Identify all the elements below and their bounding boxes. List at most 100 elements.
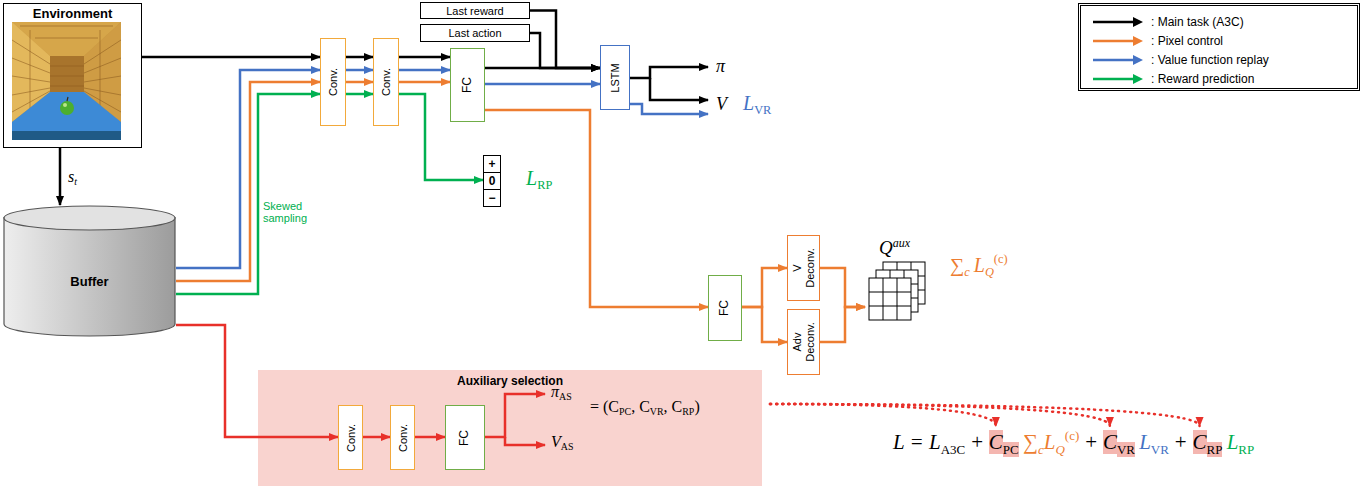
legend-swatch (1093, 16, 1143, 28)
label-text: c (964, 265, 970, 279)
node-text: Auxiliary selection (258, 374, 762, 388)
legend-swatch-head (1133, 74, 1143, 84)
total-loss-equation: L = LA3C+CPC∑cLQ(c)+CVRLVR+CRPLRP (893, 428, 1254, 458)
node-text: Environment (4, 6, 141, 21)
game-screenshot (12, 131, 121, 140)
aux-output-arrows (505, 437, 545, 445)
node-text: Conv. (327, 68, 340, 96)
legend-row: : Pixel control (1093, 33, 1223, 49)
connector-arrow (142, 56, 320, 59)
q-aux-grid (869, 278, 911, 320)
node-text: Conv. (396, 424, 409, 452)
node-text: FC (458, 430, 472, 446)
node-text: aux (893, 236, 910, 250)
q-aux-map: Qaux (865, 236, 929, 328)
connector-arrow (742, 307, 787, 342)
label-text: C (1193, 430, 1207, 454)
cylinder-body (4, 217, 175, 336)
label-text: , C (631, 398, 650, 415)
connector-arrow (176, 82, 320, 281)
aux-output-arrows (485, 394, 545, 445)
fc-layer: FC (450, 48, 485, 122)
conv-layer: Conv. (373, 38, 399, 126)
label-text: RP (682, 406, 694, 417)
legend-row: : Reward prediction (1093, 71, 1254, 87)
label-text: π (716, 56, 725, 76)
connector-arrow (346, 69, 373, 72)
label-text: , C (664, 398, 683, 415)
q-aux-grid (869, 278, 911, 320)
label-text: C (1103, 430, 1117, 454)
policy-output: π (716, 56, 725, 77)
connector-arrow (399, 56, 450, 59)
label-text: Q (985, 265, 994, 279)
legend-swatch-head (1133, 36, 1143, 46)
connector-arrow (346, 81, 373, 84)
loss-label: ∑cLQ(c) (950, 252, 1008, 280)
label-text: VR (1151, 442, 1169, 457)
legend-text: : Pixel control (1151, 34, 1223, 48)
legend-swatch (1093, 35, 1143, 47)
label-text: (c) (1065, 428, 1079, 443)
legend-text: : Main task (A3C) (1151, 15, 1244, 29)
label-text: VR (754, 103, 771, 117)
lstm-layer: LSTM (600, 45, 630, 110)
label-text: s (68, 168, 74, 185)
aux-policy-output: πAS (551, 383, 572, 402)
node-text: Buffer (70, 274, 108, 289)
label-text: L (743, 92, 754, 114)
node-text: Last reward (446, 5, 503, 17)
label-text: Skewed sampling (263, 200, 307, 224)
input-box: Last reward (420, 2, 530, 19)
conv-layer: Conv. (320, 38, 346, 126)
node-text: 0 (484, 173, 500, 190)
coefficient-tuple: = (CPC, CVR, CRP) (590, 398, 700, 417)
connector-arrow (399, 81, 450, 84)
label-text: ∑ (950, 254, 964, 276)
connector-arrow (820, 268, 865, 307)
label-text: t (74, 176, 77, 187)
connector-arrow (485, 67, 600, 70)
state-label: st (68, 168, 77, 187)
label-text: RP (1207, 442, 1223, 457)
q-aux-grid (869, 262, 925, 320)
legend-text: : Value function replay (1151, 53, 1269, 67)
legend-row: : Value function replay (1093, 52, 1269, 68)
input-box: Last action (420, 24, 530, 42)
legend-swatch (1093, 73, 1143, 85)
conv-layer: Conv. (338, 405, 363, 470)
connector-arrow (176, 325, 338, 437)
label-text: L (1139, 430, 1151, 454)
game-screenshot (60, 101, 74, 115)
label-text: + (1085, 430, 1097, 454)
label-text: PC (1003, 442, 1019, 457)
lstm-output-arrows (630, 104, 708, 114)
label-text: = (C (590, 398, 619, 415)
label-text: c (1038, 442, 1044, 457)
legend-swatch-head (1133, 17, 1143, 27)
connector-arrow (485, 110, 708, 307)
label-text: RP (537, 178, 552, 192)
label-text: Q (1055, 442, 1064, 457)
node-text: FC (718, 300, 732, 316)
fc-layer: FC (445, 405, 485, 470)
connector-arrow (530, 33, 600, 68)
lstm-output-arrows (630, 67, 708, 114)
legend-box: : Main task (A3C) : Pixel control : Value … (1078, 3, 1360, 91)
environment-box: Environment (3, 3, 142, 148)
connector-arrow (485, 83, 600, 86)
coefficient-dotted-arrows (770, 404, 1200, 426)
node-text: Q (879, 237, 893, 258)
label-text: V (551, 433, 561, 450)
label-text: ) (694, 398, 699, 415)
legend-swatch-line (1093, 59, 1135, 62)
aux-output-arrows (485, 394, 545, 437)
legend-swatch (1093, 54, 1143, 66)
node-text: Adv Deconv. (791, 319, 816, 365)
game-screenshot (12, 92, 121, 131)
label-text: VR (650, 406, 664, 417)
label-text: ∑ (1023, 430, 1038, 454)
connector-arrow (742, 268, 787, 307)
node-text: Conv. (344, 424, 357, 452)
connector-arrow (59, 148, 62, 205)
